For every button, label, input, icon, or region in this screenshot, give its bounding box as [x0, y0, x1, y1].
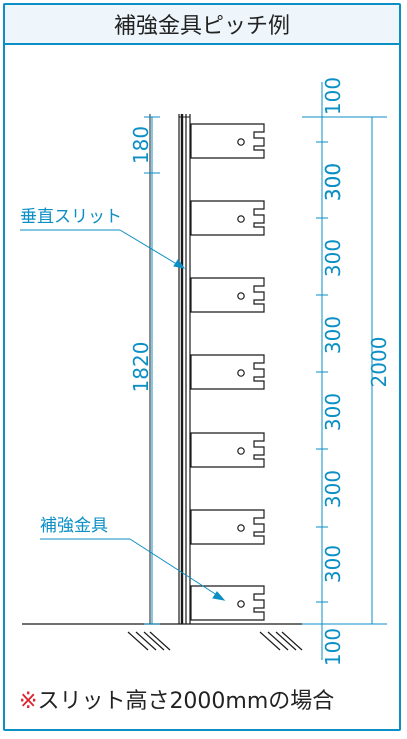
dim-segment-label: 300 [321, 239, 345, 277]
bracket-label: 補強金具 [40, 516, 108, 536]
footnote: ※スリット高さ2000mmの場合 [19, 683, 334, 715]
title-bar: 補強金具ピッチ例 [5, 5, 399, 45]
wall-post [149, 114, 191, 624]
dim-180: 180 [129, 126, 153, 164]
bracket [190, 509, 265, 545]
bracket-leader [40, 538, 226, 601]
bracket [190, 277, 265, 313]
diagram-title: 補強金具ピッチ例 [113, 14, 290, 39]
brackets [190, 123, 265, 621]
left-dimension [144, 116, 160, 625]
note-text: スリット高さ2000mmの場合 [37, 689, 335, 714]
dim-segment-label: 300 [321, 545, 345, 583]
dim-segment-label: 100 [321, 77, 345, 115]
dim-segment-label: 100 [321, 628, 345, 666]
bracket [190, 354, 265, 390]
note-mark: ※ [19, 689, 38, 714]
slit-label: 垂直スリット [20, 207, 122, 227]
ground [22, 623, 303, 651]
bracket [190, 123, 265, 159]
bracket [190, 585, 265, 621]
dim-segment-label: 300 [321, 163, 345, 201]
dim-segment-label: 300 [321, 316, 345, 354]
dim-segment-label: 300 [321, 470, 345, 508]
dim-1820: 1820 [129, 342, 153, 393]
bracket [190, 200, 265, 236]
right-dimension-chain [302, 82, 387, 660]
bracket [190, 432, 265, 468]
slit-leader [20, 229, 186, 269]
diagram-frame: 補強金具ピッチ例 [3, 3, 401, 731]
dim-2000: 2000 [367, 337, 391, 388]
dim-segment-label: 300 [321, 393, 345, 431]
dim-segment-label: 300 [321, 163, 345, 201]
